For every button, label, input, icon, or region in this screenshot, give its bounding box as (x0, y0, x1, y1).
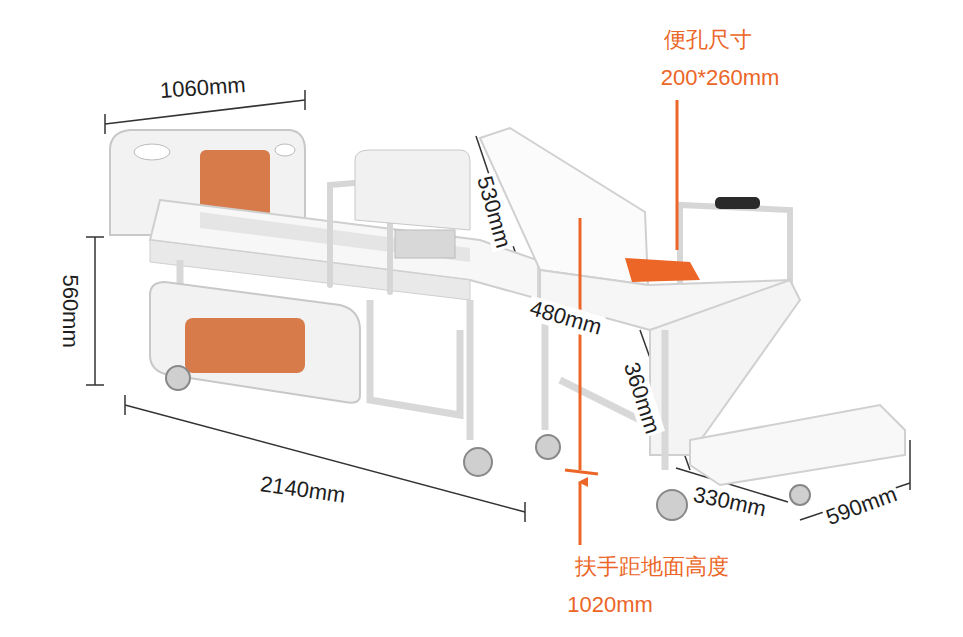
dimension-label: 2140mm (257, 472, 349, 508)
callout-text: 便孔尺寸 (662, 28, 754, 52)
rail-board (355, 150, 470, 230)
callout-text: 1020mm (565, 593, 655, 617)
callout-text: 200*260mm (659, 66, 782, 90)
dimension-label: 1060mm (157, 73, 248, 103)
callout-text: 扶手距地面高度 (573, 555, 731, 579)
frame (180, 260, 665, 470)
dimension-label: 590mm (822, 481, 903, 530)
toilet-hole (625, 258, 700, 282)
backrest (480, 128, 648, 285)
dimension-lines (86, 90, 910, 522)
armrest (715, 197, 760, 209)
dimension-label: 560mm (58, 272, 82, 349)
dimension-label: 330mm (690, 482, 771, 522)
footboard (150, 282, 360, 403)
foot-rest (690, 405, 905, 485)
